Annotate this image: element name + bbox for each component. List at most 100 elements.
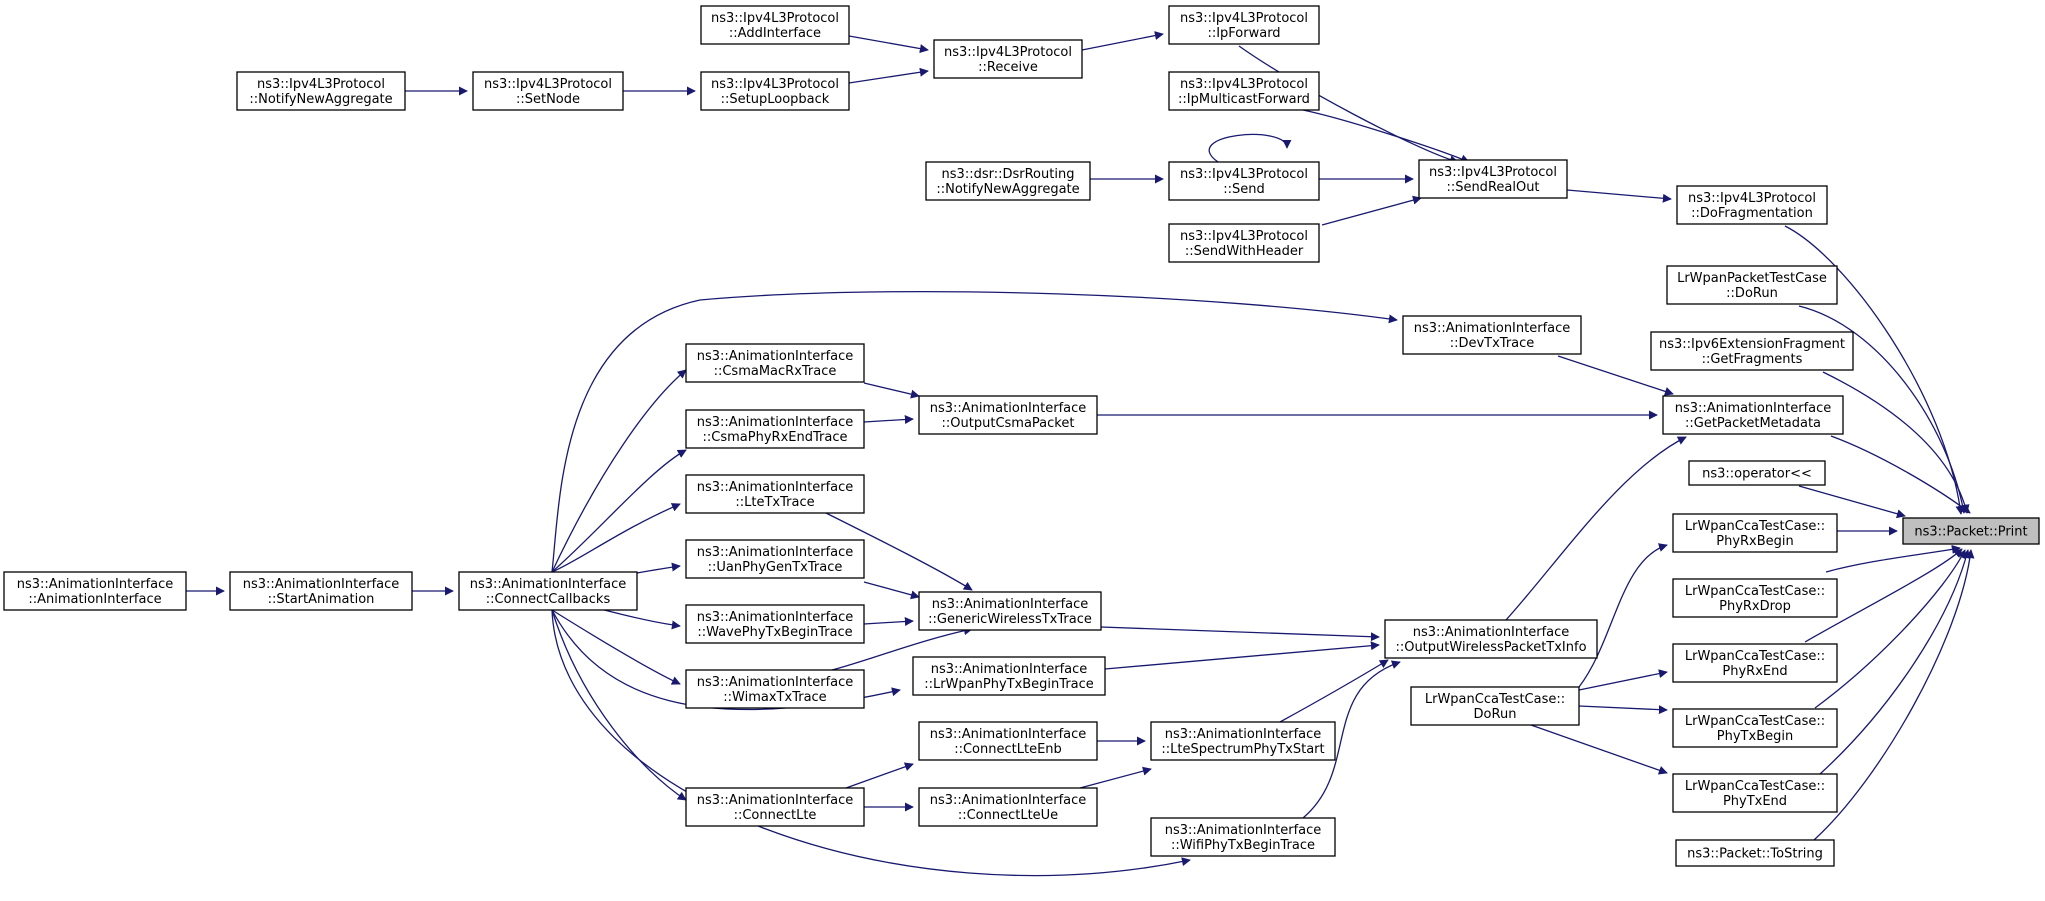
- node-box: [1676, 185, 1828, 225]
- node-n43[interactable]: ns3::Packet::ToString: [1675, 839, 1835, 867]
- node-label-line: ::CsmaPhyRxEndTrace: [703, 430, 848, 445]
- node-label-line: ns3::Ipv4L3Protocol: [1180, 11, 1308, 26]
- node-label-line: LrWpanCcaTestCase::: [1685, 519, 1825, 534]
- node-n26[interactable]: ns3::AnimationInterface::LteTxTrace: [685, 474, 865, 514]
- node-label-line: ns3::AnimationInterface: [470, 577, 627, 592]
- node-n19[interactable]: ns3::AnimationInterface::StartAnimation: [229, 571, 413, 611]
- edge-line: [1814, 549, 1966, 709]
- edge-from-n15: [1822, 371, 1970, 514]
- node-n36[interactable]: ns3::operator<<: [1688, 460, 1826, 486]
- node-n23[interactable]: ns3::AnimationInterface::CsmaPhyRxEndTra…: [685, 409, 865, 449]
- node-n40[interactable]: LrWpanCcaTestCase::PhyRxEnd: [1672, 643, 1838, 683]
- edge-from-n43: [1813, 549, 1975, 841]
- node-label-line: ::OutputWirelessPacketTxInfo: [1395, 640, 1586, 655]
- edge-from-n18: [551, 503, 681, 573]
- edge-line: [825, 512, 973, 591]
- node-n24[interactable]: ns3::AnimationInterface::OutputWirelessP…: [1384, 619, 1598, 659]
- node-label-line: ns3::AnimationInterface: [1165, 727, 1322, 742]
- node-n9[interactable]: ns3::Ipv4L3Protocol::NotifyNewAggregate: [236, 71, 406, 111]
- node-label-line: ::Send: [1223, 182, 1265, 197]
- node-box: [685, 343, 865, 383]
- edge-line: [831, 626, 973, 671]
- node-n21[interactable]: ns3::AnimationInterface::OutputCsmaPacke…: [918, 395, 1098, 435]
- node-n20[interactable]: ns3::AnimationInterface::AnimationInterf…: [3, 571, 187, 611]
- node-label-line: LrWpanCcaTestCase::: [1685, 779, 1825, 794]
- node-n14[interactable]: LrWpanPacketTestCase::DoRun: [1666, 265, 1838, 305]
- node-box: [918, 591, 1102, 631]
- node-n38[interactable]: LrWpanCcaTestCase::DoRun: [1410, 686, 1580, 726]
- edge-from-n18: [551, 609, 681, 685]
- node-box: [1650, 331, 1854, 371]
- node-n28[interactable]: ns3::AnimationInterface::WavePhyTxBeginT…: [685, 604, 865, 644]
- edge-from-n18: [551, 449, 687, 573]
- node-label-line: ::AddInterface: [729, 26, 821, 41]
- edge-from-n34: [1079, 766, 1152, 789]
- node-n35[interactable]: ns3::AnimationInterface::WifiPhyTxBeginT…: [1150, 817, 1336, 857]
- node-label-line: ::IpForward: [1207, 26, 1280, 41]
- node-n7[interactable]: ns3::Ipv4L3Protocol::SetupLoopback: [700, 71, 850, 111]
- node-n2[interactable]: ns3::Ipv4L3Protocol::DoFragmentation: [1676, 185, 1828, 225]
- edge-from-n23: [863, 415, 914, 424]
- node-n3[interactable]: ns3::Ipv4L3Protocol::SendRealOut: [1418, 159, 1568, 199]
- node-label-line: LrWpanPacketTestCase: [1677, 271, 1827, 286]
- node-label-line: ::CsmaMacRxTrace: [714, 364, 837, 379]
- node-n15[interactable]: ns3::Ipv6ExtensionFragment::GetFragments: [1650, 331, 1854, 371]
- node-n16[interactable]: ns3::AnimationInterface::GetPacketMetada…: [1662, 395, 1844, 435]
- node-n30[interactable]: ns3::AnimationInterface::LrWpanPhyTxBegi…: [912, 656, 1106, 696]
- edge-from-n42: [1819, 549, 1971, 775]
- node-n22[interactable]: ns3::AnimationInterface::CsmaMacRxTrace: [685, 343, 865, 383]
- node-n6[interactable]: ns3::Ipv4L3Protocol::AddInterface: [700, 5, 850, 45]
- node-n12[interactable]: ns3::dsr::DsrRouting::NotifyNewAggregate: [925, 161, 1091, 201]
- node-n1[interactable]: ns3::Packet::Print: [1902, 517, 2040, 545]
- node-box: [1666, 265, 1838, 305]
- node-label-line: ns3::Ipv4L3Protocol: [1688, 191, 1816, 206]
- node-label-line: ::SendRealOut: [1446, 180, 1539, 195]
- node-label-line: ::SendWithHeader: [1185, 244, 1304, 259]
- node-label-line: ns3::AnimationInterface: [930, 793, 1087, 808]
- node-n33[interactable]: ns3::AnimationInterface::ConnectLte: [685, 787, 865, 827]
- edge-line: [1822, 371, 1970, 514]
- node-label-line: ::DoFragmentation: [1691, 206, 1813, 221]
- node-label-line: ::SetupLoopback: [721, 92, 830, 107]
- node-label-line: ::LrWpanPhyTxBeginTrace: [924, 677, 1094, 692]
- edge-line: [551, 369, 687, 573]
- node-n37[interactable]: LrWpanCcaTestCase::PhyRxBegin: [1672, 513, 1838, 553]
- edge-from-n33: [845, 762, 914, 789]
- node-box: [458, 571, 638, 611]
- node-n8[interactable]: ns3::Ipv4L3Protocol::SetNode: [472, 71, 624, 111]
- edge-line: [1079, 766, 1152, 789]
- node-n39[interactable]: LrWpanCcaTestCase::PhyRxDrop: [1672, 578, 1838, 618]
- node-n29[interactable]: ns3::AnimationInterface::WimaxTxTrace: [685, 669, 865, 709]
- node-n11[interactable]: ns3::Ipv4L3Protocol::Send: [1168, 161, 1320, 201]
- node-n25[interactable]: ns3::AnimationInterface::GenericWireless…: [918, 591, 1102, 631]
- node-n17[interactable]: ns3::AnimationInterface::DevTxTrace: [1402, 315, 1582, 355]
- node-n42[interactable]: LrWpanCcaTestCase::PhyTxEnd: [1672, 773, 1838, 813]
- node-n4[interactable]: ns3::Ipv4L3Protocol::IpForward: [1168, 5, 1320, 45]
- edge-line: [551, 290, 1398, 573]
- node-n41[interactable]: LrWpanCcaTestCase::PhyTxBegin: [1672, 708, 1838, 748]
- edge-line: [1557, 355, 1674, 396]
- node-label-line: ::OutputCsmaPacket: [942, 416, 1075, 431]
- edge-line: [1578, 705, 1668, 715]
- node-n18[interactable]: ns3::AnimationInterface::ConnectCallback…: [458, 571, 638, 611]
- node-label-line: PhyRxBegin: [1716, 534, 1794, 549]
- node-label-line: ::DoRun: [1726, 286, 1778, 301]
- node-n13[interactable]: ns3::Ipv4L3Protocol::SendWithHeader: [1168, 223, 1320, 263]
- node-label-line: ns3::AnimationInterface: [1414, 321, 1571, 336]
- edge-from-n38: [1578, 543, 1668, 688]
- node-n10[interactable]: ns3::Ipv4L3Protocol::IpMulticastForward: [1168, 71, 1320, 111]
- node-label-line: ns3::AnimationInterface: [17, 577, 174, 592]
- node-n27[interactable]: ns3::AnimationInterface::UanPhyGenTxTrac…: [685, 539, 865, 579]
- node-n32[interactable]: ns3::AnimationInterface::ConnectLteEnb: [918, 721, 1098, 761]
- edge-line: [1104, 641, 1380, 670]
- edge-from-n16: [1830, 435, 1971, 514]
- node-label-line: ns3::Ipv4L3Protocol: [711, 77, 839, 92]
- node-n34[interactable]: ns3::AnimationInterface::ConnectLteUe: [918, 787, 1098, 827]
- node-label-line: ns3::Ipv4L3Protocol: [711, 11, 839, 26]
- node-box: [472, 71, 624, 111]
- node-label-line: ns3::Ipv4L3Protocol: [1180, 77, 1308, 92]
- node-n31[interactable]: ns3::AnimationInterface::LteSpectrumPhyT…: [1150, 721, 1336, 761]
- node-n5[interactable]: ns3::Ipv4L3Protocol::Receive: [933, 39, 1083, 79]
- node-box: [1902, 517, 2040, 545]
- edge-from-n26: [825, 512, 973, 591]
